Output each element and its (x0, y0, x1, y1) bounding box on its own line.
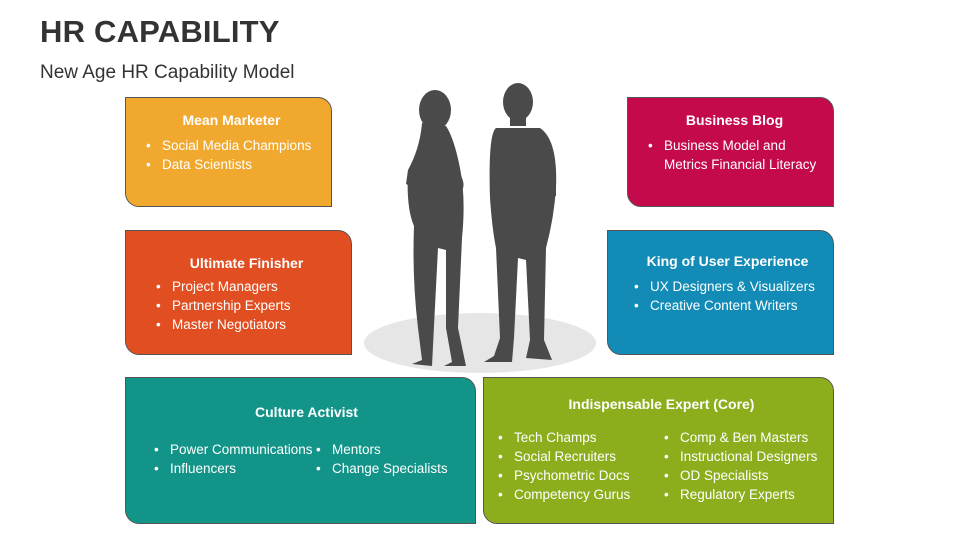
list-item: Business Model and Metrics Financial Lit… (648, 136, 821, 174)
list-item: Comp & Ben Masters (664, 428, 825, 447)
list-item: Influencers (154, 459, 316, 478)
card-culture-activist: Culture Activist Power Communications In… (125, 377, 476, 524)
page-subtitle: New Age HR Capability Model (40, 62, 295, 83)
card-mean-marketer-title: Mean Marketer (182, 112, 281, 128)
card-indispensable-expert-col1: Tech Champs Social Recruiters Psychometr… (498, 428, 664, 504)
card-culture-activist-col2: Mentors Change Specialists (316, 440, 459, 478)
list-item: Instructional Designers (664, 447, 825, 466)
card-culture-activist-title: Culture Activist (255, 404, 358, 420)
card-indispensable-expert-title: Indispensable Expert (Core) (568, 396, 755, 412)
list-item: Social Recruiters (498, 447, 664, 466)
card-mean-marketer-list: Social Media Champions Data Scientists (146, 136, 317, 174)
card-business-blog: Business Blog Business Model and Metrics… (627, 97, 834, 207)
list-item: Psychometric Docs (498, 466, 664, 485)
card-indispensable-expert-columns: Tech Champs Social Recruiters Psychometr… (498, 428, 825, 504)
card-king-of-user-experience-title: King of User Experience (646, 253, 809, 269)
list-item: Power Communications (154, 440, 316, 459)
platform-ellipse (364, 313, 596, 373)
card-culture-activist-columns: Power Communications Influencers Mentors… (154, 440, 459, 478)
list-item: Regulatory Experts (664, 485, 825, 504)
card-indispensable-expert-col2: Comp & Ben Masters Instructional Designe… (664, 428, 825, 504)
card-mean-marketer: Mean Marketer Social Media Champions Dat… (125, 97, 332, 207)
list-item: Competency Gurus (498, 485, 664, 504)
card-culture-activist-col1: Power Communications Influencers (154, 440, 316, 478)
card-ultimate-finisher-list: Project Managers Partnership Experts Mas… (156, 277, 337, 334)
list-item: Tech Champs (498, 428, 664, 447)
list-item: UX Designers & Visualizers (634, 277, 821, 296)
card-king-of-user-experience: King of User Experience UX Designers & V… (607, 230, 834, 355)
people-silhouette-graphic (364, 83, 596, 373)
card-indispensable-expert: Indispensable Expert (Core) Tech Champs … (483, 377, 834, 524)
card-king-of-user-experience-list: UX Designers & Visualizers Creative Cont… (634, 277, 821, 315)
card-business-blog-title: Business Blog (685, 112, 784, 128)
list-item: Change Specialists (316, 459, 459, 478)
list-item: Master Negotiators (156, 315, 337, 334)
woman-silhouette (406, 90, 466, 366)
card-ultimate-finisher: Ultimate Finisher Project Managers Partn… (125, 230, 352, 355)
card-business-blog-list: Business Model and Metrics Financial Lit… (648, 136, 821, 174)
page-title: HR CAPABILITY (40, 14, 280, 49)
card-ultimate-finisher-title: Ultimate Finisher (189, 255, 304, 271)
list-item: Creative Content Writers (634, 296, 821, 315)
list-item: Project Managers (156, 277, 337, 296)
list-item: Data Scientists (146, 155, 317, 174)
list-item: Partnership Experts (156, 296, 337, 315)
man-silhouette (484, 83, 557, 362)
list-item: OD Specialists (664, 466, 825, 485)
list-item: Social Media Champions (146, 136, 317, 155)
list-item: Mentors (316, 440, 459, 459)
